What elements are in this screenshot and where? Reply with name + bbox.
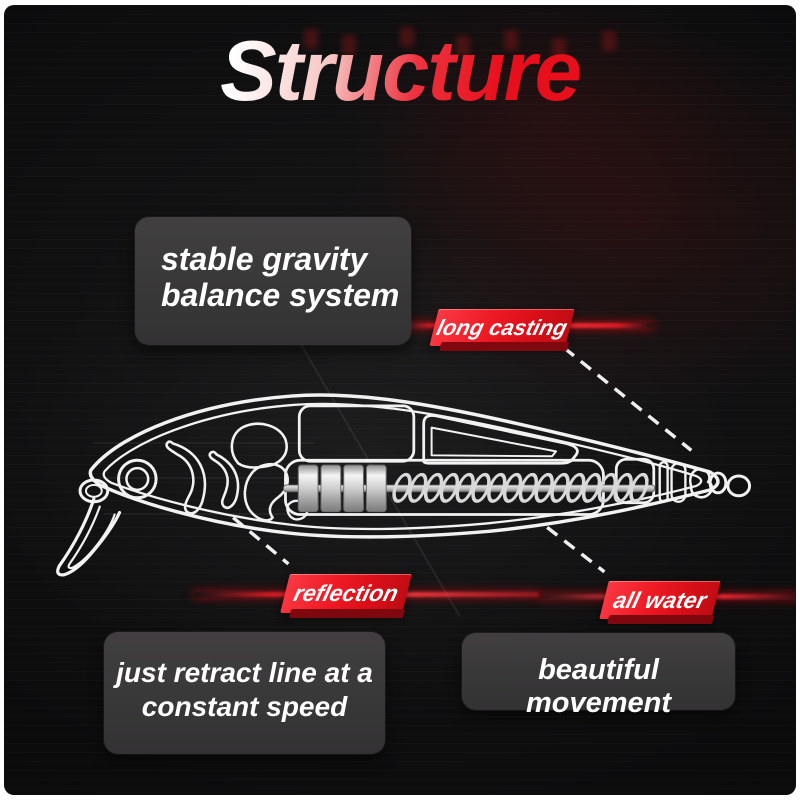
background-red-blotch [456,36,470,56]
background-diagonal-line [277,305,461,617]
diving-lip [56,497,122,577]
tail-line-tie-ring [708,471,728,495]
callout-stable-gravity-text: stable gravity balance system [135,217,411,313]
tail-compartment-2 [670,462,687,503]
head-cut-s-shape [243,463,289,522]
background-red-blotch [602,31,616,51]
background-streak [94,442,314,444]
callout-line: just retract line at a [116,657,373,688]
page-title: Structure [4,29,796,114]
dark-backdrop: Structure [4,5,796,795]
callout-beautiful-movement-text: beautiful movement [525,654,672,719]
nose-line-tie-ring-inner [84,483,103,498]
back-compartment-2-inner [430,426,558,458]
ribbon-all-water: all water [599,581,721,619]
back-compartment-2 [422,414,579,465]
weight-channel [284,458,605,516]
connector-reflection [232,516,290,566]
ribbon-reflection: reflection [280,574,412,613]
tail-divider-bar [658,461,669,503]
tail-hanger-loop [689,467,714,499]
dashed-connector-lines [232,346,693,574]
connector-all-water [546,526,606,574]
head-compartment [230,422,288,469]
body-inner-line [102,402,703,531]
head-cut-small [286,499,309,521]
background-red-blotch [304,29,318,49]
tail-compartment-1 [614,457,656,505]
callout-beautiful-movement: beautiful movement [455,626,742,719]
balance-weight-system [283,464,656,513]
eye-outer [117,458,158,500]
background-red-blotch [342,35,356,55]
body-outline [88,393,720,539]
balance-weight-cylinders [297,464,387,513]
back-compartment-1 [297,404,416,463]
callout-stable-gravity: stable gravity balance system [128,210,418,352]
tail-line-tie-ring-outer [726,474,752,498]
diving-lip-inner [67,505,116,570]
background-red-blotch [400,27,414,47]
background-red-blotch [504,30,518,50]
background-red-blotch [552,38,566,58]
callout-retract-line: just retract line at a constant speed [97,625,392,761]
callout-retract-line-text: just retract line at a constant speed [104,632,385,723]
eye-inner [125,466,150,492]
ribbon-long-casting: long casting [429,309,575,346]
gill-arc-2 [208,450,240,510]
background-streak [99,477,359,479]
background-streak [104,513,304,515]
callout-line: balance system [161,277,400,314]
weight-rod [283,484,656,493]
nose-line-tie-ring [78,478,110,504]
callout-line: constant speed [141,690,348,722]
connector-long-casting [562,346,693,452]
callout-line: stable gravity [161,241,368,277]
weight-transfer-spring [392,472,649,503]
